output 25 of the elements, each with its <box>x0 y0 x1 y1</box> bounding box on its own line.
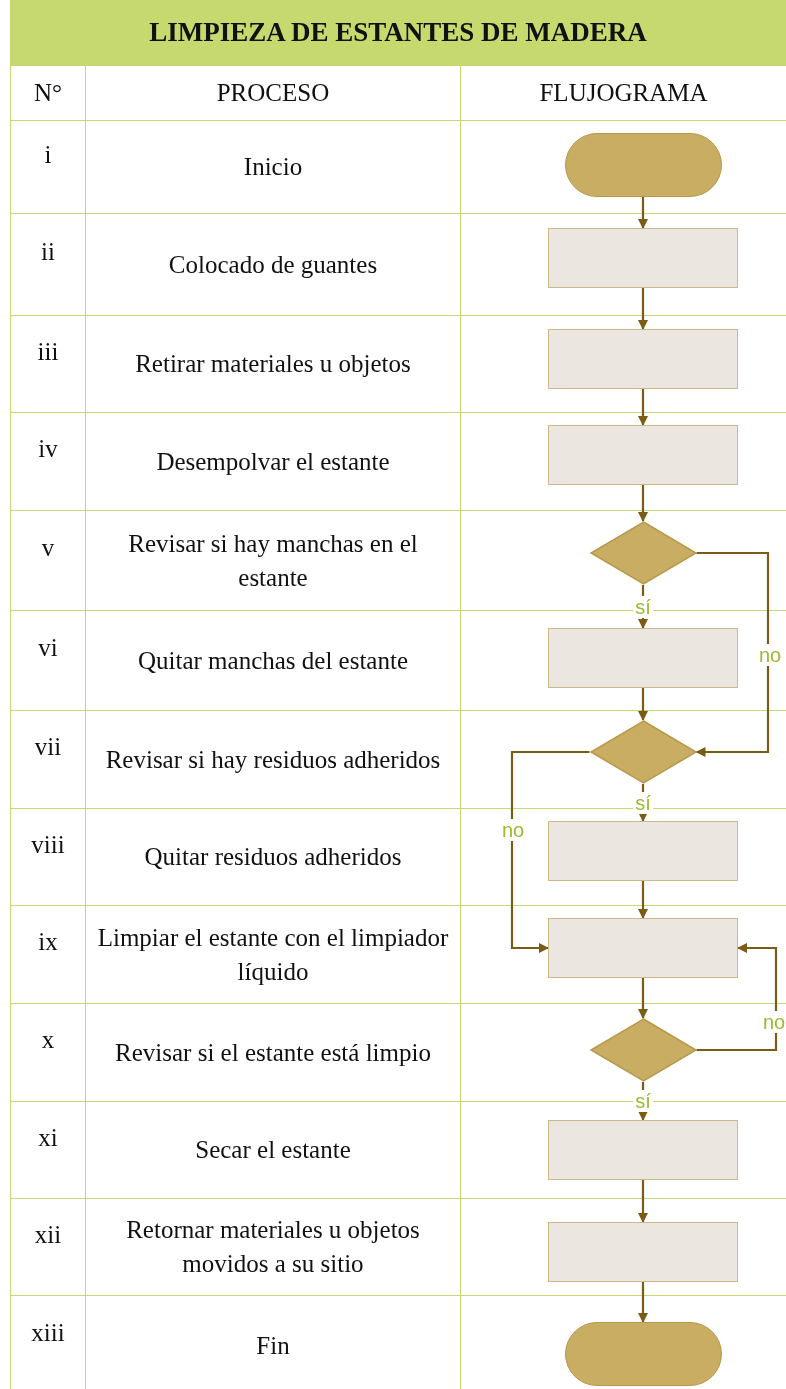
arrow <box>638 881 648 919</box>
arrow <box>638 688 648 721</box>
process-box <box>548 628 738 688</box>
process-box <box>548 821 738 881</box>
process-box <box>548 1222 738 1282</box>
arrow <box>638 288 648 330</box>
arrow <box>510 750 590 953</box>
process-box <box>548 1120 738 1180</box>
arrow <box>638 1180 648 1223</box>
arrow <box>638 485 648 522</box>
arrow <box>638 1282 648 1323</box>
arrow <box>696 943 778 1052</box>
arrow <box>638 197 648 229</box>
process-box <box>548 329 738 389</box>
arrow <box>695 551 770 757</box>
edge-label: sí <box>633 791 653 814</box>
table-title: LIMPIEZA DE ESTANTES DE MADERA <box>10 0 786 65</box>
arrow <box>638 978 648 1019</box>
arrow <box>638 389 648 426</box>
edge-label: sí <box>633 595 653 618</box>
process-box <box>548 918 738 978</box>
process-box <box>548 228 738 288</box>
process-box <box>548 425 738 485</box>
header-cell: N° <box>10 65 86 121</box>
edge-label: sí <box>633 1090 653 1112</box>
